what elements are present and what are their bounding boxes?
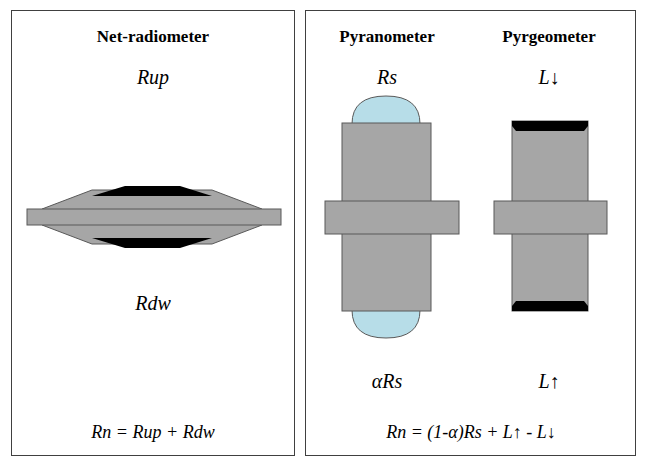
- pyrgeometer-symbol: [494, 121, 607, 311]
- flux-symbol: L↓: [538, 65, 559, 89]
- net-radiation-formula: Rn = (1-α)Rs + L↑ - L↓: [386, 422, 556, 444]
- instrument-title: Net-radiometer: [97, 27, 209, 47]
- flux-symbol: αRs: [372, 369, 403, 393]
- net-radiometer-symbol: [27, 186, 281, 248]
- instrument-panel: Net-radiometerRupRdw Rn = Rup + Rdw: [11, 10, 295, 456]
- flux-symbol: Rs: [377, 65, 397, 89]
- instrument-panel: Pyranometer PyrgeometerRs L↓ αRs L↑ Rn = (1-α…: [305, 10, 636, 456]
- flux-symbol: Rup: [137, 65, 169, 89]
- instrument-title: Pyrgeometer: [502, 27, 595, 47]
- instrument-title: Pyranometer: [339, 27, 434, 47]
- net-radiation-formula: Rn = Rup + Rdw: [91, 422, 214, 444]
- flux-symbol: L↑: [538, 369, 559, 393]
- pyranometer-symbol: [325, 96, 459, 338]
- flux-symbol: Rdw: [135, 291, 171, 315]
